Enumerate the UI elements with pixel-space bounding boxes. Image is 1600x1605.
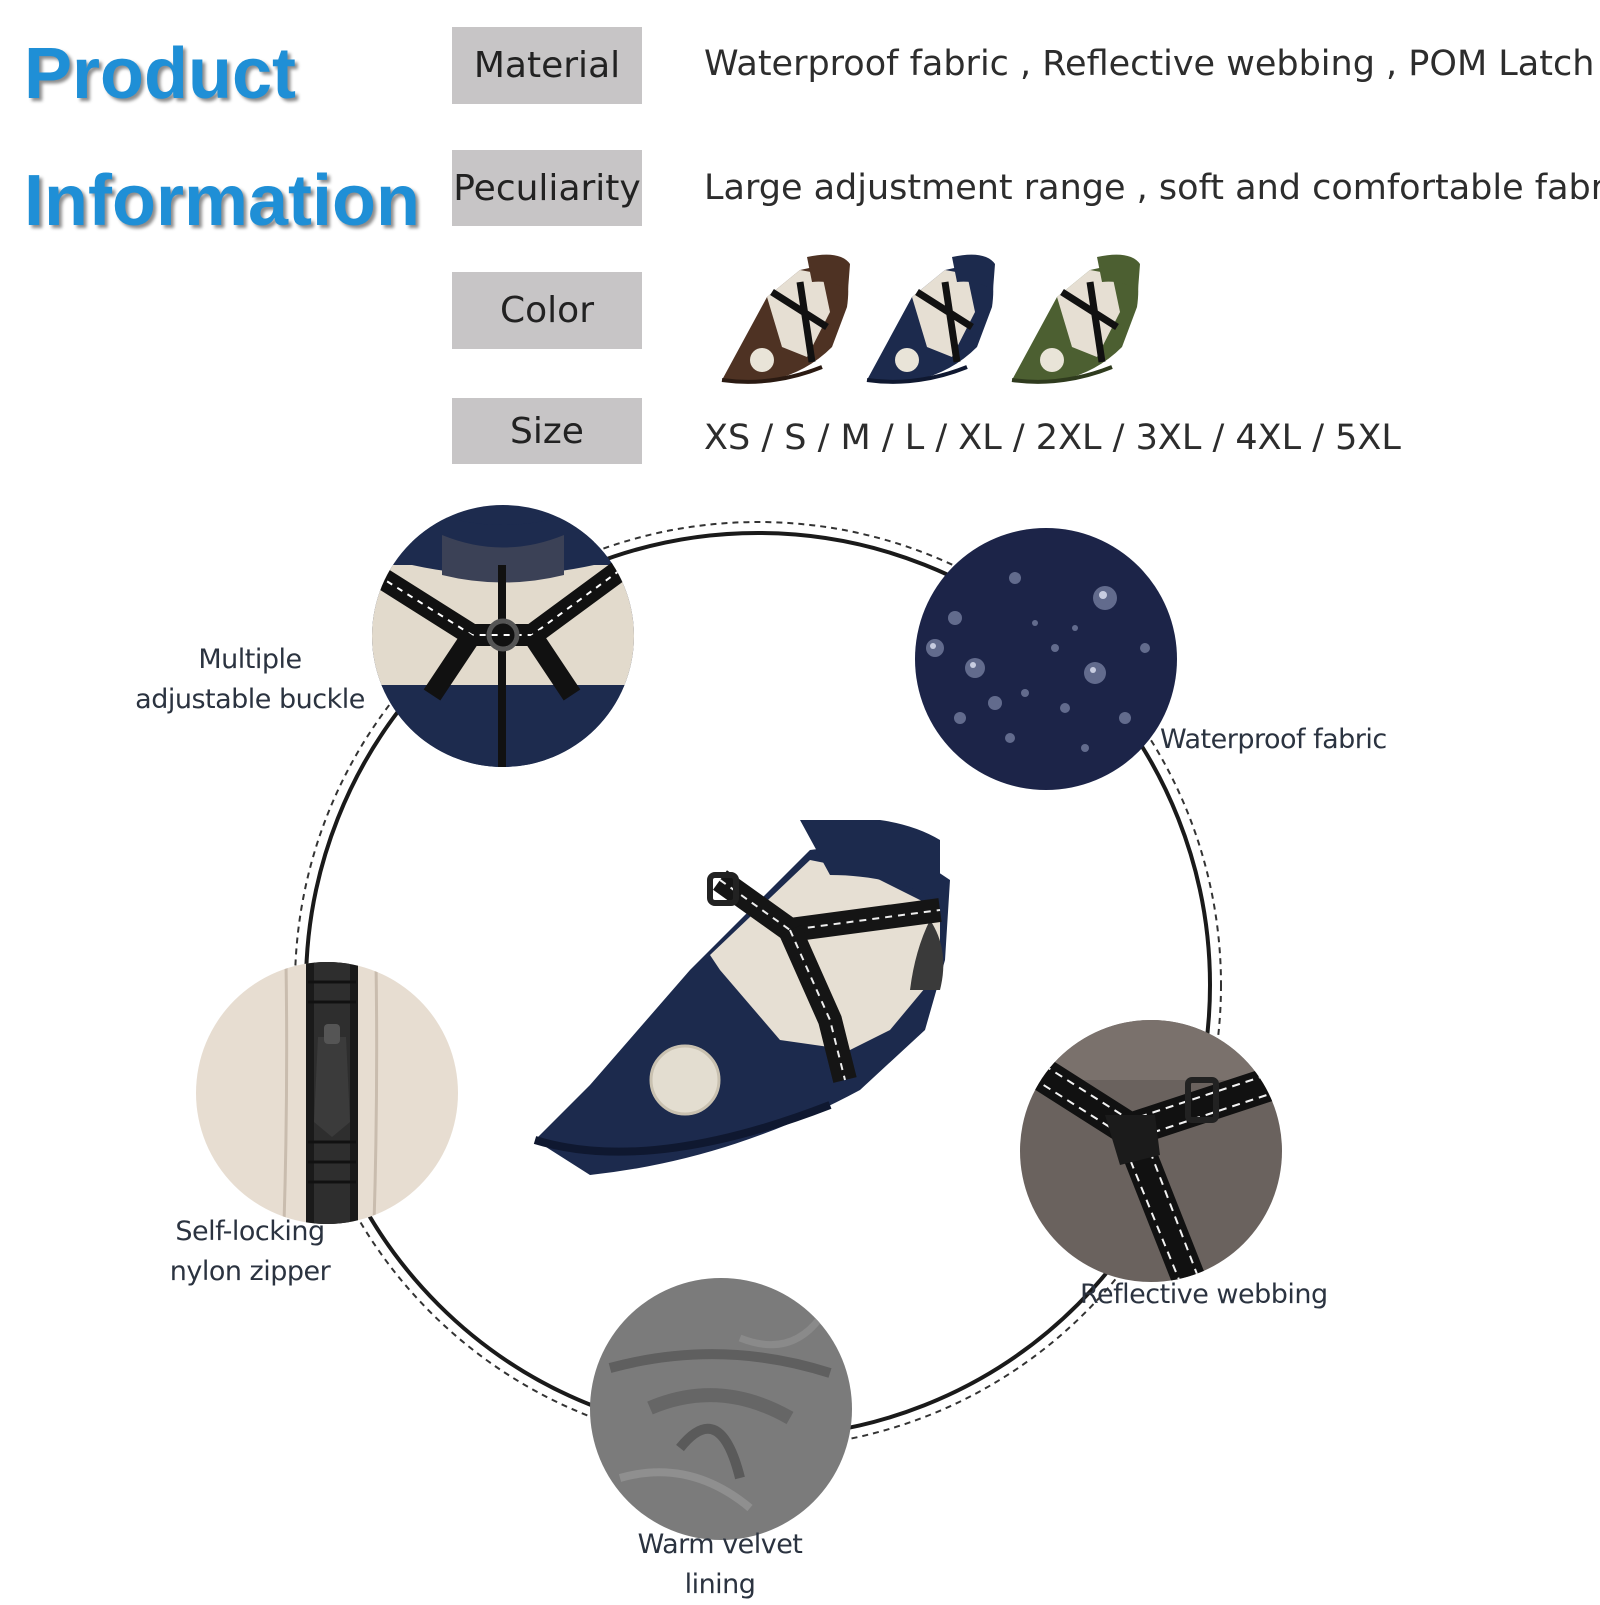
product-title-line2: Information: [24, 161, 420, 241]
navy-coat-icon: [866, 254, 995, 384]
waterproof-caption: Waterproof fabric: [1160, 720, 1420, 760]
buckle-caption-line2: adjustable buckle: [135, 684, 365, 715]
product-title-line1: Product: [24, 34, 297, 114]
peculiarity-value: Large adjustment range , soft and comfor…: [704, 168, 1600, 208]
buckle-caption-line1: Multiple: [198, 644, 302, 675]
size-label: Size: [452, 398, 642, 464]
brown-coat-icon: [721, 254, 850, 384]
zipper-closeup-image: [196, 962, 458, 1224]
material-value: Waterproof fabric , Reflective webbing ,…: [704, 44, 1595, 84]
green-coat-icon: [1011, 254, 1140, 384]
reflective-webbing-closeup-image: [1020, 1020, 1282, 1282]
reflective-caption-line1: Reflective webbing: [1080, 1279, 1328, 1310]
zipper-caption: Self-locking nylon zipper: [150, 1212, 350, 1292]
buckle-closeup-image: [372, 505, 634, 767]
velvet-caption: Warm velvet lining: [600, 1525, 840, 1605]
color-label: Color: [452, 272, 642, 349]
buckle-caption: Multiple adjustable buckle: [130, 640, 370, 720]
zipper-caption-line2: nylon zipper: [169, 1256, 331, 1287]
size-value: XS / S / M / L / XL / 2XL / 3XL / 4XL / …: [704, 418, 1401, 458]
waterproof-caption-line1: Waterproof fabric: [1160, 724, 1387, 755]
velvet-caption-line1: Warm velvet lining: [637, 1529, 803, 1600]
reflective-caption: Reflective webbing: [1080, 1275, 1360, 1315]
velvet-lining-closeup-image: [590, 1278, 852, 1540]
zipper-caption-line1: Self-locking: [175, 1216, 325, 1247]
material-label: Material: [452, 27, 642, 104]
peculiarity-label: Peculiarity: [452, 150, 642, 226]
waterproof-closeup-image: [915, 528, 1177, 790]
dog-coat-image: [533, 820, 950, 1175]
